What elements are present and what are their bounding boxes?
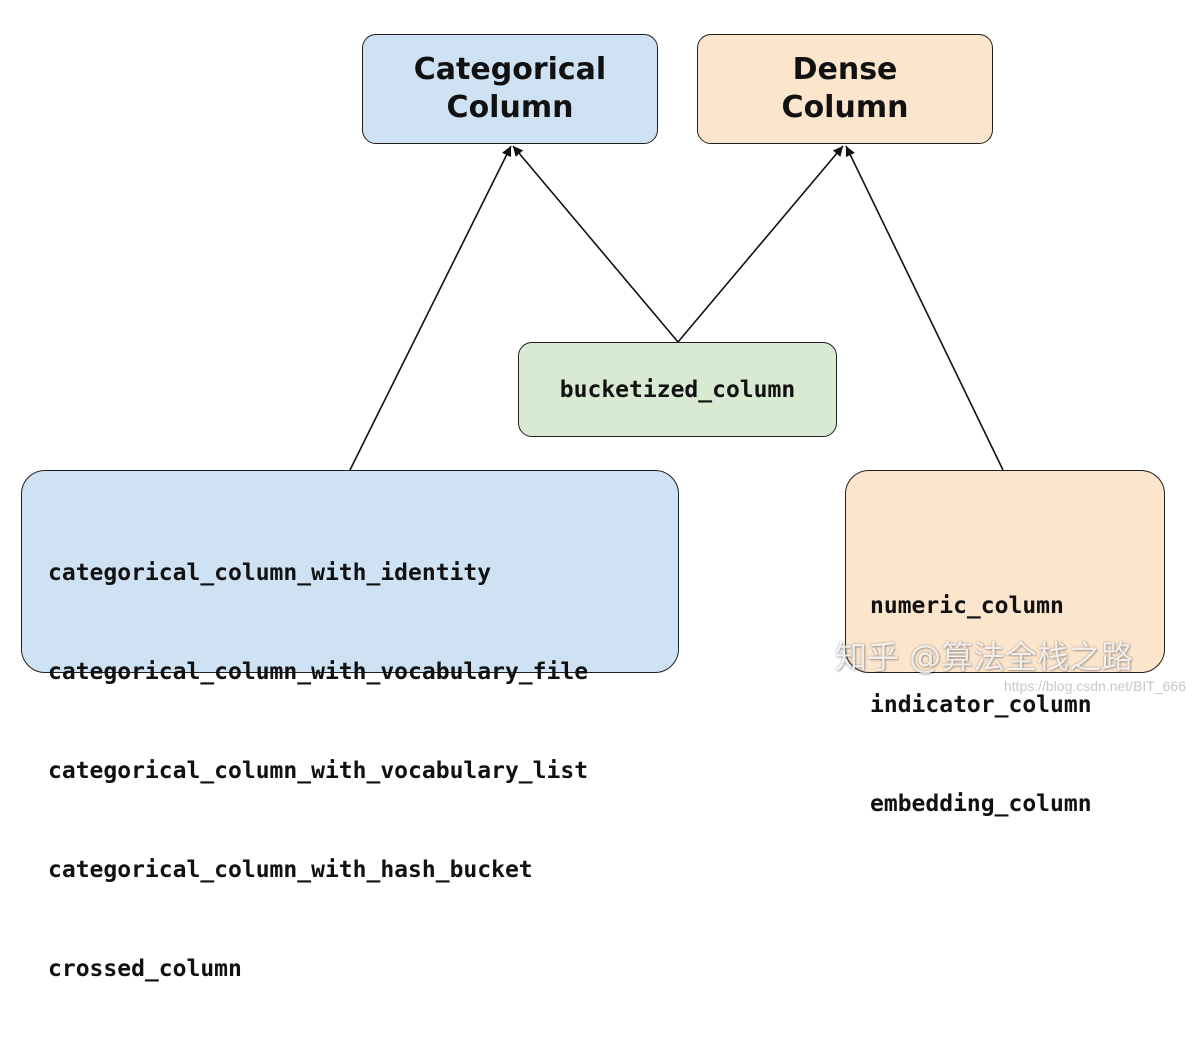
dense-column-title-line1: Dense	[792, 52, 898, 87]
bucketized-column-label: bucketized_column	[559, 376, 796, 403]
source-url-watermark: https://blog.csdn.net/BIT_666	[1003, 678, 1186, 694]
categorical-function-item: categorical_column_with_vocabulary_list	[48, 758, 589, 784]
dense-function-item: embedding_column	[870, 791, 1092, 817]
categorical-function-item: categorical_column_with_vocabulary_file	[48, 659, 589, 685]
categorical-column-node: Categorical Column	[362, 34, 658, 144]
edge-layer	[349, 145, 1004, 471]
edge-dense-list-to-dense	[845, 145, 1004, 471]
edge-categorical-list-to-categorical	[349, 145, 512, 471]
categorical-column-title-line2: Column	[446, 90, 574, 125]
edge-bucketized-to-dense	[677, 145, 844, 343]
categorical-function-item: categorical_column_with_identity	[48, 560, 492, 586]
feature-column-diagram: Categorical Column Dense Column bucketiz…	[21, 34, 1186, 982]
dense-function-item: numeric_column	[870, 593, 1064, 619]
categorical-column-title-line1: Categorical	[413, 52, 607, 87]
categorical-functions-node: categorical_column_with_identity categor…	[21, 470, 679, 982]
dense-column-title-line2: Column	[781, 90, 909, 125]
categorical-function-item: categorical_column_with_hash_bucket	[48, 857, 533, 883]
categorical-functions-list: categorical_column_with_identity categor…	[48, 491, 588, 1052]
edge-bucketized-to-categorical	[512, 145, 679, 343]
zhihu-watermark: 知乎 @算法全栈之路	[835, 638, 1134, 676]
bucketized-column-node: bucketized_column	[518, 342, 837, 437]
categorical-function-item: crossed_column	[48, 956, 242, 982]
dense-functions-list: numeric_column indicator_column embeddin…	[870, 524, 1092, 887]
dense-column-node: Dense Column	[697, 34, 993, 144]
